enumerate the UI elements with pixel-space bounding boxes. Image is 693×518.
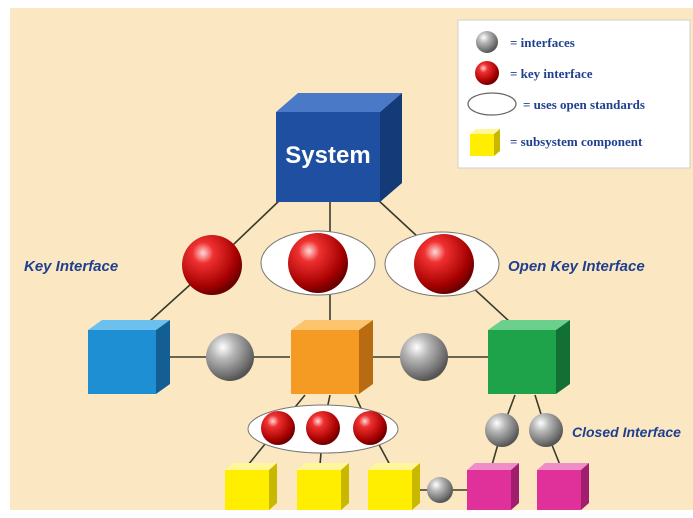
closed-interface-label: Closed Interface	[572, 424, 681, 440]
legend-open-standards-text: = uses open standards	[523, 97, 645, 112]
key-interface-label: Key Interface	[24, 258, 118, 275]
subsystem-cube-green	[488, 320, 570, 394]
subsystem-cube-blue	[88, 320, 170, 394]
interface-sphere	[529, 413, 563, 447]
key-interface-sphere	[288, 233, 348, 293]
subsystem-cube-yellow	[297, 463, 349, 510]
system-label: System	[285, 142, 370, 169]
subsystem-cube-yellow	[225, 463, 277, 510]
subsystem-cube-orange	[291, 320, 373, 394]
key-interface-sphere	[306, 411, 340, 445]
interface-sphere	[485, 413, 519, 447]
legend-key-interface-text: = key interface	[510, 66, 593, 81]
legend-subsystem-text: = subsystem component	[510, 134, 643, 149]
subsystem-cube-yellow	[368, 463, 420, 510]
legend-interfaces-text: = interfaces	[510, 35, 575, 50]
key-interface-sphere	[182, 235, 242, 295]
legend-interface-icon	[476, 31, 498, 53]
key-interface-sphere	[353, 411, 387, 445]
key-interface-sphere	[414, 234, 474, 294]
interface-sphere	[427, 477, 453, 503]
legend: = interfaces = key interface = uses open…	[457, 19, 691, 169]
legend-open-standards-icon	[467, 92, 517, 116]
interface-sphere	[206, 333, 254, 381]
system-cube: System	[276, 93, 402, 202]
key-interface-sphere	[261, 411, 295, 445]
subsystem-cube-magenta	[537, 463, 589, 510]
open-key-interface-label: Open Key Interface	[508, 258, 645, 275]
subsystem-cube-magenta	[467, 463, 519, 510]
legend-key-interface-icon	[475, 61, 499, 85]
interface-sphere	[400, 333, 448, 381]
legend-subsystem-icon	[470, 129, 500, 156]
